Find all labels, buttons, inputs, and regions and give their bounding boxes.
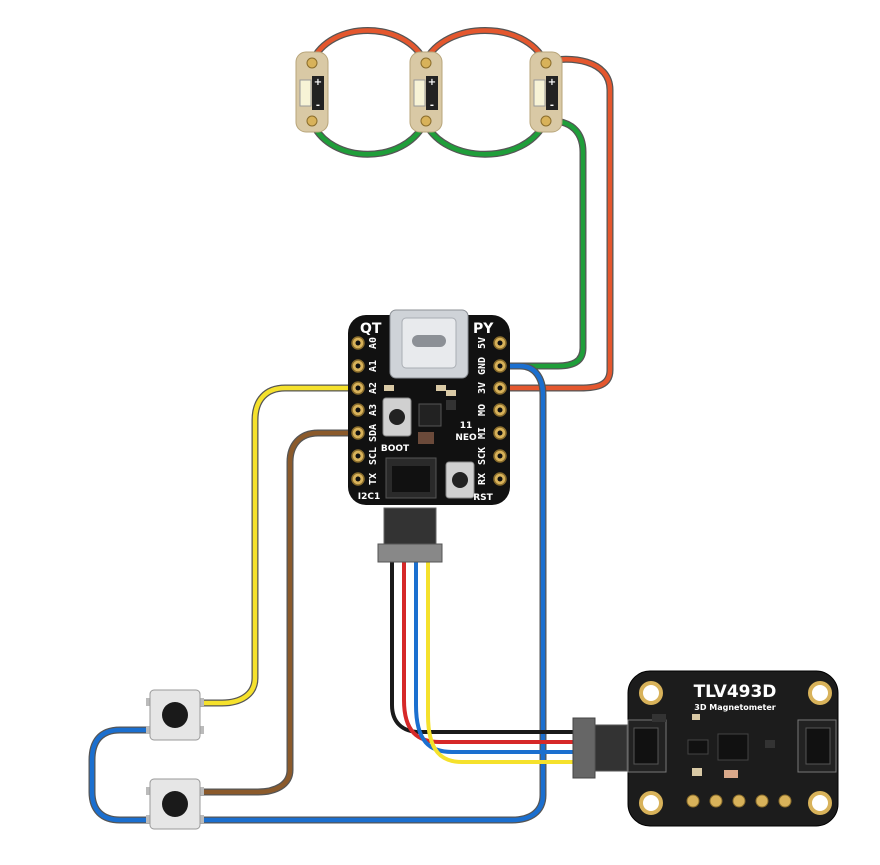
pin-label-a1: A1 xyxy=(368,360,379,372)
pin-label-a2: A2 xyxy=(368,382,379,394)
led-minus-label: - xyxy=(316,100,320,111)
orange-wire-led3-3v xyxy=(503,57,613,391)
led-plus-label: + xyxy=(428,77,436,88)
pin-label-gnd: GND xyxy=(477,357,488,375)
brown-wire-sda-button2 xyxy=(197,430,361,795)
orange-wire-led2-led3 xyxy=(422,28,548,65)
neo-number: 11 xyxy=(460,421,473,431)
led-plus-label: + xyxy=(314,77,322,88)
push-button-2[interactable] xyxy=(146,778,204,830)
sensor-subtitle: 3D Magnetometer xyxy=(694,703,776,712)
orange-wire-led1-led2 xyxy=(308,27,429,66)
rst-label: RST xyxy=(473,493,493,503)
led-minus-label: - xyxy=(430,100,434,111)
led-power-wires xyxy=(308,27,614,392)
blue-wire-gnd-buttons xyxy=(197,363,546,823)
boot-button-icon xyxy=(389,409,405,425)
i2c-label: I2C1 xyxy=(358,492,380,502)
neo-label: NEO xyxy=(455,433,477,443)
yellow-wire-a2-button1 xyxy=(197,385,361,706)
led-board-2: + - xyxy=(409,51,443,133)
pin-label-mi: MI xyxy=(477,427,488,439)
pin-label-5v: 5V xyxy=(477,337,488,349)
button-cap-icon xyxy=(162,791,188,817)
stemma-qt-cable xyxy=(390,560,580,764)
pin-label-a0: A0 xyxy=(368,337,379,349)
pin-label-3v: 3V xyxy=(477,382,488,394)
stemma-qt-plug xyxy=(377,507,443,563)
led-plus-label: + xyxy=(548,77,556,88)
pin-label-tx: TX xyxy=(368,473,379,485)
pin-label-a3: A3 xyxy=(368,404,379,416)
tlv493d-sensor-board: TLV493D 3D Magnetometer xyxy=(627,670,839,827)
qt-py-board: QT PY A0 A1 A2 A3 SDA SCL TX xyxy=(348,309,510,505)
sensor-stemma-plug xyxy=(572,717,628,779)
led-board-1: + - xyxy=(295,51,329,133)
led-minus-label: - xyxy=(550,100,554,111)
push-button-1[interactable] xyxy=(146,689,204,741)
boot-label: BOOT xyxy=(381,444,410,454)
reset-button-icon xyxy=(452,472,468,488)
led-board-3: + - xyxy=(529,51,563,133)
green-wire-led3-gnd xyxy=(503,118,586,369)
green-wire-led2-led3 xyxy=(422,119,548,157)
blue-wire-button1-button2 xyxy=(89,727,153,823)
sensor-title: TLV493D xyxy=(694,682,777,702)
right-pin-header: 5V GND 3V MO MI SCK RX xyxy=(477,336,507,486)
pin-label-scl: SCL xyxy=(368,447,379,465)
pin-label-sck: SCK xyxy=(477,447,488,465)
pin-label-rx: RX xyxy=(477,473,488,485)
led-ground-wires xyxy=(308,117,587,370)
pin-label-mo: MO xyxy=(477,404,488,416)
corner-label-left: QT xyxy=(360,321,382,337)
orange-wire-led1-led2-fill xyxy=(309,28,428,65)
green-wire-led1-led2 xyxy=(309,119,428,157)
pin-label-sda: SDA xyxy=(368,424,379,442)
left-pin-header: A0 A1 A2 A3 SDA SCL TX xyxy=(351,336,379,486)
corner-label-right: PY xyxy=(473,321,494,337)
button-cap-icon xyxy=(162,702,188,728)
